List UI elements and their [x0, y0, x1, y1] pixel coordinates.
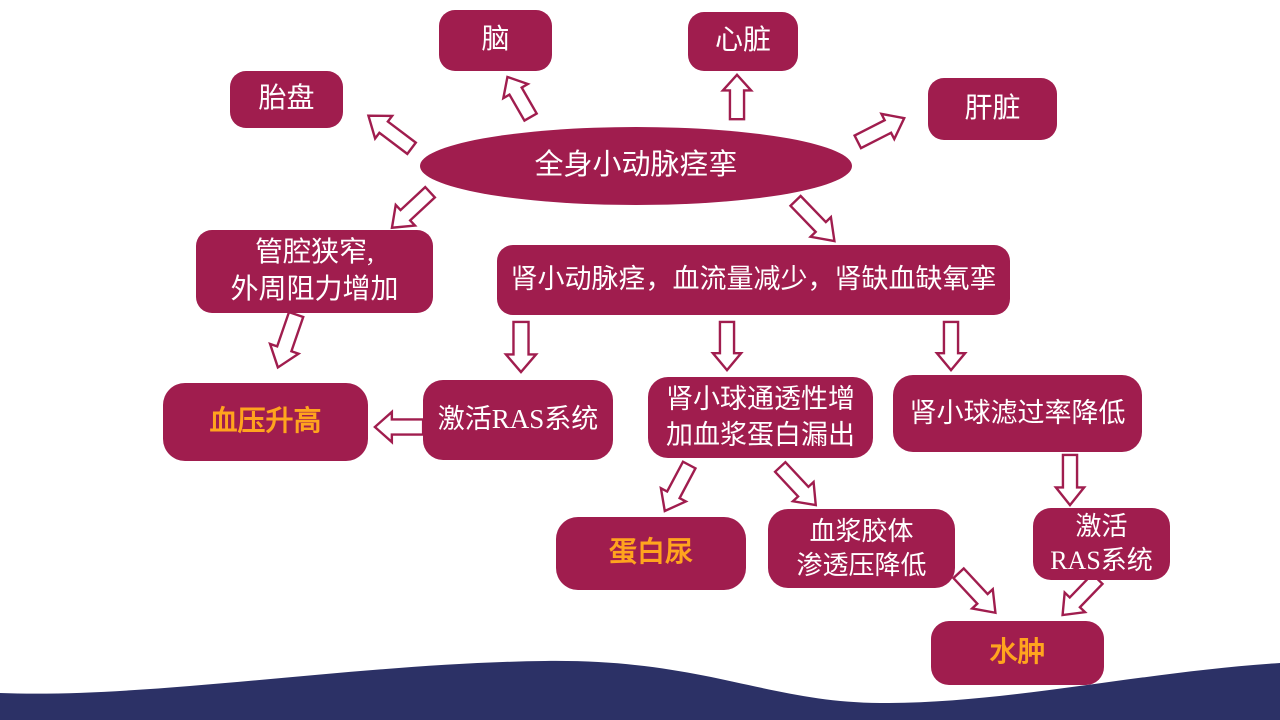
node-heart: 心脏	[688, 12, 798, 71]
arrow-renal-to-filtration	[935, 320, 967, 372]
node-systemic-arteriolar-spasm-label: 全身小动脉痉挛	[534, 149, 738, 182]
node-systemic-arteriolar-spasm: 全身小动脉痉挛	[420, 127, 852, 205]
node-renal-arteriole-spasm-label: 肾小动脉痉，血流量减少，肾缺血缺氧挛	[510, 264, 997, 295]
node-placenta-label: 胎盘	[258, 83, 315, 115]
node-liver-label: 肝脏	[964, 92, 1021, 124]
node-lumen-narrowing: 管腔狭窄, 外周阻力增加	[196, 230, 433, 313]
node-edema: 水肿	[931, 621, 1104, 685]
arrow-renal-to-ras-left	[504, 320, 538, 374]
node-filtration-rate-decrease: 肾小球滤过率降低	[893, 375, 1142, 452]
node-lumen-narrowing-label: 管腔狭窄, 外周阻力增加	[230, 237, 399, 305]
node-blood-pressure-rise-label: 血压升高	[209, 405, 322, 437]
arrow-filtration-to-ras-right	[1054, 453, 1086, 507]
node-glomerular-permeability-label: 肾小球通透性增 加血浆蛋白漏出	[666, 384, 855, 450]
node-blood-pressure-rise: 血压升高	[163, 383, 368, 461]
node-placenta: 胎盘	[230, 71, 343, 128]
node-proteinuria-label: 蛋白尿	[608, 537, 693, 569]
node-colloid-osmotic-pressure: 血浆胶体 渗透压降低	[768, 509, 955, 588]
node-brain: 脑	[439, 10, 552, 71]
node-colloid-osmotic-pressure-label: 血浆胶体 渗透压降低	[796, 516, 927, 580]
node-heart-label: 心脏	[714, 25, 771, 57]
node-filtration-rate-decrease-label: 肾小球滤过率降低	[909, 397, 1126, 428]
node-activate-ras-left: 激活RAS系统	[423, 380, 613, 460]
node-proteinuria: 蛋白尿	[556, 517, 746, 590]
arrow-ras-left-to-bp	[373, 410, 425, 444]
node-activate-ras-right: 激活 RAS系统	[1033, 508, 1170, 580]
node-activate-ras-left-label: 激活RAS系统	[437, 404, 599, 435]
arrow-renal-to-permeability	[711, 320, 743, 372]
node-brain-label: 脑	[481, 24, 510, 56]
node-activate-ras-right-label: 激活 RAS系统	[1050, 512, 1153, 575]
arrow-root-to-heart	[721, 73, 753, 121]
node-renal-arteriole-spasm: 肾小动脉痉，血流量减少，肾缺血缺氧挛	[497, 245, 1010, 315]
node-edema-label: 水肿	[989, 636, 1046, 668]
node-liver: 肝脏	[928, 78, 1057, 140]
node-glomerular-permeability: 肾小球通透性增 加血浆蛋白漏出	[648, 377, 873, 458]
